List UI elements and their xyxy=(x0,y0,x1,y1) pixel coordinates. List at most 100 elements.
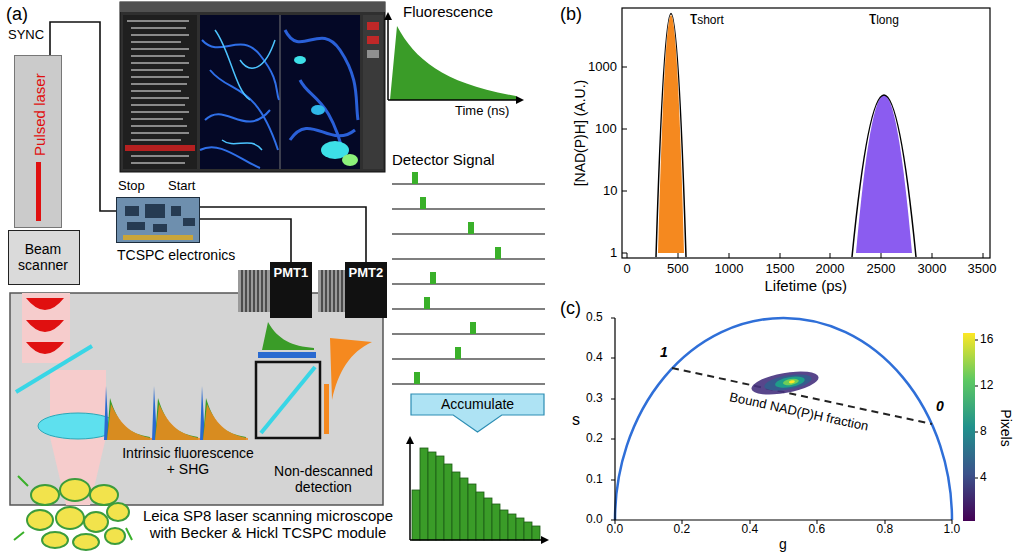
panel-caption: Intrinsic fluorescence + SHG xyxy=(118,445,258,477)
photon-histogram-part-part xyxy=(476,492,484,540)
fluorescence-decay-plot-part xyxy=(388,18,518,100)
phasor-plot-part-part xyxy=(783,378,800,387)
software-screenshot-part xyxy=(363,15,383,169)
software-screenshot-part xyxy=(285,30,358,160)
tick-label: 1000 xyxy=(588,60,617,75)
lifetime-histogram-chart-part xyxy=(852,95,916,257)
decay-curves xyxy=(104,386,248,440)
microscope-panel-part xyxy=(26,298,64,354)
laser-label: Pulsed laser xyxy=(30,73,47,156)
pmt-detector: PMT2 xyxy=(345,262,387,318)
photon-histogram-part-part xyxy=(420,448,428,540)
plot-title: Fluorescence xyxy=(403,3,493,20)
colorbar-tick: 16 xyxy=(980,333,993,347)
lifetime-histogram-chart-part xyxy=(856,95,912,253)
tick-label: 1000 xyxy=(715,262,744,277)
colorbar-tick: 4 xyxy=(980,471,987,485)
tick-label: 1.0 xyxy=(944,523,961,537)
decay-curves-part xyxy=(107,404,248,440)
photon-histogram-part xyxy=(406,436,549,544)
microscope-panel-part xyxy=(330,338,372,400)
panel-caption: Non-descanned detection xyxy=(266,463,381,495)
pmt-grille-part xyxy=(242,270,266,312)
photon-histogram-part-part xyxy=(468,484,476,540)
tick-label: 0 xyxy=(624,262,631,277)
tissue-cells-part xyxy=(14,476,132,540)
phasor-plot-part xyxy=(963,333,975,521)
tissue-cells-part-part xyxy=(42,532,68,548)
software-screenshot-part xyxy=(120,2,385,12)
photon-histogram xyxy=(406,436,549,544)
line-label: Bound NAD(P)H fraction xyxy=(728,390,870,435)
software-screenshot-part xyxy=(311,105,325,115)
photon-histogram-part-part xyxy=(492,504,500,540)
detector-signal-traces-part-part xyxy=(495,247,501,259)
pmt-label: PMT1 xyxy=(274,266,309,281)
peak-label: τshort xyxy=(690,8,724,29)
tick-label: 0.8 xyxy=(877,523,894,537)
detector-signal-traces-part-part xyxy=(455,347,461,359)
lifetime-histogram-chart-part xyxy=(656,14,686,258)
tissue-cells-part-part xyxy=(56,507,84,529)
software-screenshot-part xyxy=(127,21,189,163)
detector-signal-traces xyxy=(392,172,545,384)
tick-label: 100 xyxy=(595,122,617,137)
tissue-cells-part-part xyxy=(84,512,108,532)
software-screenshot-part xyxy=(200,40,279,168)
lifetime-histogram-chart-part xyxy=(622,67,983,258)
detector-signal-traces-part-part xyxy=(470,322,476,334)
phasor-plot-part xyxy=(750,367,820,399)
arrow-outline xyxy=(411,394,544,432)
circuit-chip xyxy=(145,204,165,218)
lifetime-histogram-chart-part xyxy=(658,15,684,253)
software-screenshot-part xyxy=(367,50,379,58)
tissue-cells-part-part xyxy=(107,503,129,521)
tissue-cells xyxy=(14,476,132,550)
fluorescence-decay-plot-part xyxy=(390,26,516,100)
phasor-plot xyxy=(611,318,978,524)
software-screenshot-part xyxy=(367,36,379,44)
fluorescence-decay-plot xyxy=(384,12,524,104)
tick-label: 0.5 xyxy=(586,311,603,325)
tissue-cells-part xyxy=(27,479,129,550)
phasor-plot-part-part xyxy=(750,367,820,399)
tissue-cells-part-part xyxy=(60,479,90,501)
microscope-panel-part xyxy=(22,293,70,363)
laser-beam xyxy=(36,162,41,222)
circuit-chip xyxy=(183,218,195,226)
detector-signal-traces-part-part xyxy=(424,297,430,309)
pmt-grille-part xyxy=(238,270,270,312)
axis-title: Time (ns) xyxy=(455,104,509,119)
microscope-panel-part xyxy=(256,362,320,438)
photon-histogram-part-part xyxy=(524,522,532,540)
port-label: Start xyxy=(168,179,195,194)
phasor-plot-part xyxy=(975,340,978,478)
port-label: Stop xyxy=(118,179,145,194)
photon-histogram-part-part xyxy=(460,478,468,540)
microscope-panel-part xyxy=(324,384,329,434)
tick-label: 3000 xyxy=(918,262,947,277)
detector-signal-traces-part xyxy=(412,172,501,384)
figure-caption: Leica SP8 laser scanning microscope with… xyxy=(136,507,401,542)
fluorescence-decay-plot-part xyxy=(384,12,524,104)
circuit-chip xyxy=(125,206,139,216)
software-screenshot-part xyxy=(342,154,358,166)
tick-label: 0.6 xyxy=(809,523,826,537)
software-screenshot-part xyxy=(367,22,379,30)
photon-histogram-part-part xyxy=(532,526,540,540)
plot-title: Detector Signal xyxy=(392,151,495,168)
photon-histogram-part-part xyxy=(516,518,524,540)
phasor-plot-part xyxy=(615,318,952,520)
detector-signal-traces-part xyxy=(392,184,545,384)
detector-signal-traces-part-part xyxy=(420,197,426,209)
lifetime-histogram-chart xyxy=(622,8,990,258)
microscope-panel-part xyxy=(10,293,383,505)
detector-signal-traces-part-part xyxy=(412,172,418,184)
tick-label: 1 xyxy=(610,246,617,261)
lifetime-histogram-chart-part xyxy=(622,8,990,258)
signal-label: SYNC xyxy=(7,28,45,43)
microscope-panel-part xyxy=(261,367,315,433)
peak-label: τlong xyxy=(869,8,899,29)
pmt-label: PMT2 xyxy=(349,266,384,281)
